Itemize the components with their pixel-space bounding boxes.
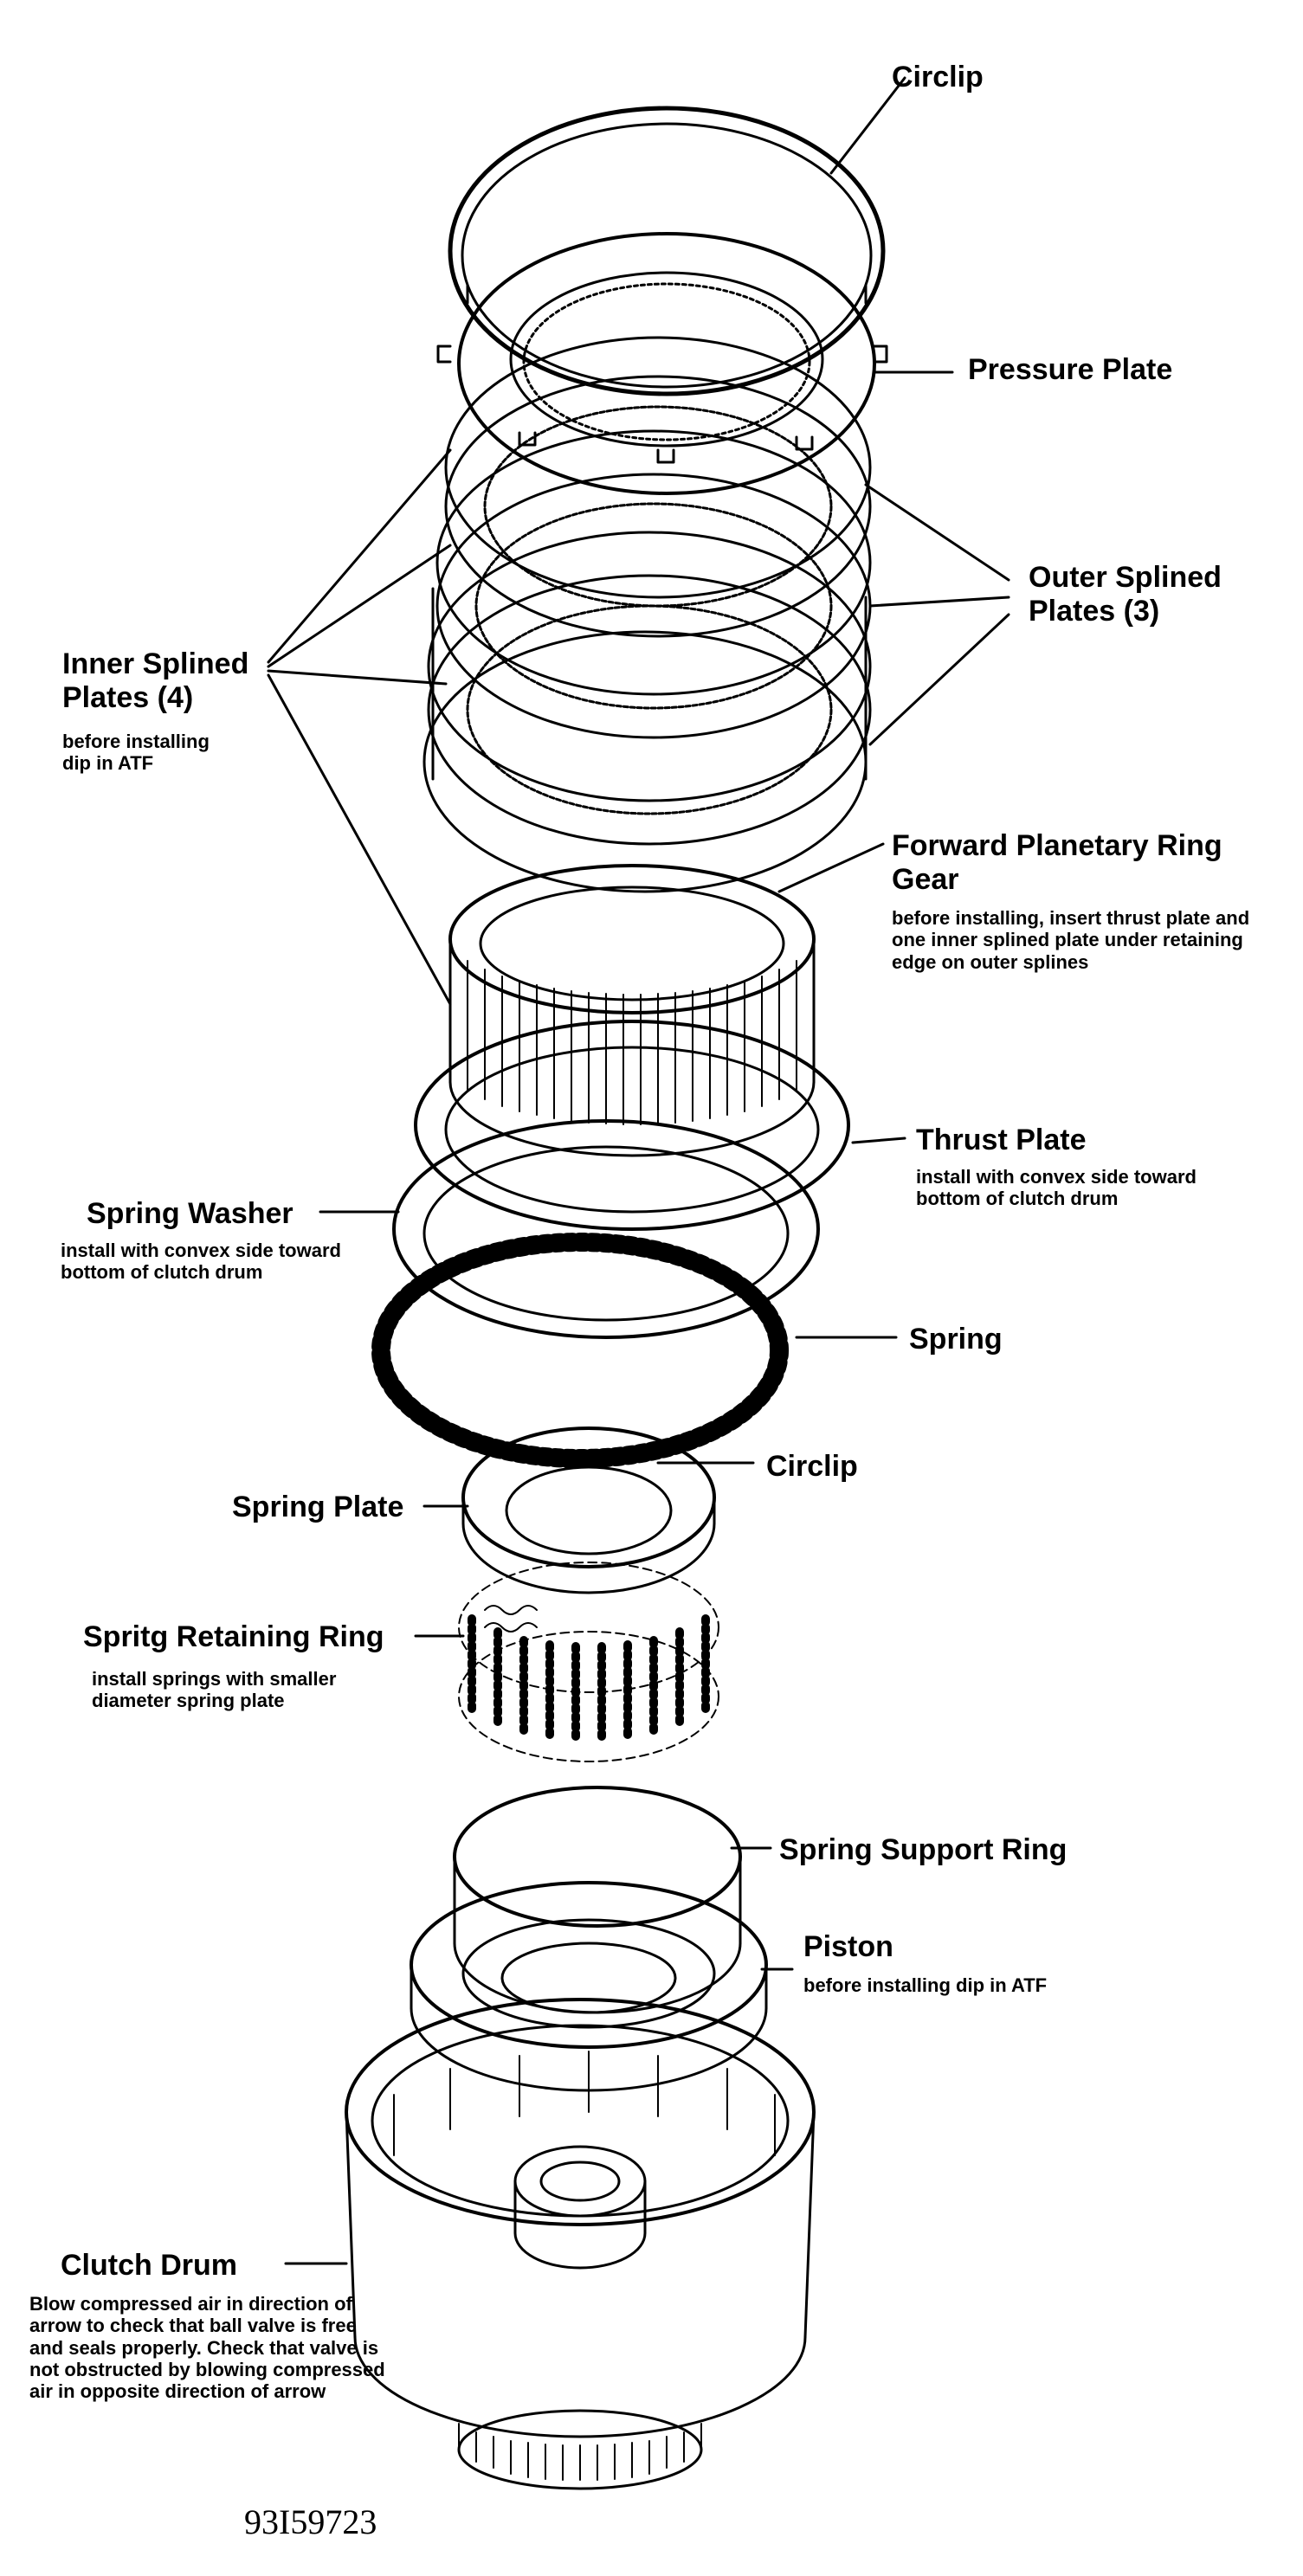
leader-lines xyxy=(267,76,1010,2265)
clutch-drum-part xyxy=(345,1998,816,2490)
ring-gear-part xyxy=(448,864,816,1157)
spring-washer-note: install with convex side toward bottom o… xyxy=(61,1240,341,1284)
label-circlip-top: Circlip xyxy=(892,61,984,94)
outer-splined-title: Outer Splined Plates (3) xyxy=(1029,561,1222,628)
piston-title: Piston xyxy=(803,1930,893,1963)
inner-splined-title: Inner Splined Plates (4) xyxy=(62,647,249,715)
label-piston: Piston before installing dip in ATF xyxy=(803,1930,1150,1996)
label-retaining-ring: Spritg Retaining Ring install springs wi… xyxy=(83,1620,429,1712)
spring-washer-part xyxy=(392,1119,820,1339)
pressure-plate-part xyxy=(436,232,888,495)
spring-part xyxy=(371,1233,789,1468)
thrust-plate-note: install with convex side toward bottom o… xyxy=(916,1166,1197,1210)
spring-title: Spring xyxy=(909,1323,1003,1356)
plate-stack xyxy=(423,336,872,893)
thrust-plate-part xyxy=(414,1020,850,1231)
retaining-ring-note: install springs with smaller diameter sp… xyxy=(92,1668,337,1712)
figure-code: 93I59723 xyxy=(244,2502,377,2541)
retaining-ring-springs-part xyxy=(458,1562,719,1762)
label-ring-gear: Forward Planetary Ring Gear before insta… xyxy=(892,829,1281,973)
circlip-mid-title: Circlip xyxy=(766,1450,858,1483)
label-circlip-mid: Circlip xyxy=(766,1450,858,1484)
label-outer-splined-plates: Outer Splined Plates (3) xyxy=(1029,561,1254,628)
spring-washer-title: Spring Washer xyxy=(87,1197,293,1230)
spring-support-ring-part xyxy=(453,1786,742,2014)
label-spring-washer: Spring Washer install with convex side t… xyxy=(61,1197,390,1284)
spring-plate-part xyxy=(461,1426,716,1594)
piston-note: before installing dip in ATF xyxy=(803,1974,1048,1997)
support-ring-title: Spring Support Ring xyxy=(779,1833,1068,1866)
ring-gear-note: before installing, insert thrust plate a… xyxy=(892,907,1250,973)
clutch-drum-note: Blow compressed air in direction of arro… xyxy=(29,2293,385,2403)
label-inner-splined-plates: Inner Splined Plates (4) before installi… xyxy=(62,647,270,775)
circlip-top-title: Circlip xyxy=(892,61,984,93)
circlip-top-part xyxy=(448,106,886,396)
clutch-drum-title: Clutch Drum xyxy=(61,2249,237,2282)
label-pressure-plate: Pressure Plate xyxy=(968,353,1172,387)
retaining-ring-title: Spritg Retaining Ring xyxy=(83,1620,384,1653)
ring-gear-title: Forward Planetary Ring Gear xyxy=(892,829,1222,897)
label-clutch-drum: Clutch Drum Blow compressed air in direc… xyxy=(29,2249,402,2403)
inner-splined-note: before installing dip in ATF xyxy=(62,731,210,775)
label-spring-plate: Spring Plate xyxy=(232,1491,403,1524)
spring-plate-title: Spring Plate xyxy=(232,1491,404,1523)
thrust-plate-title: Thrust Plate xyxy=(916,1124,1087,1156)
label-thrust-plate: Thrust Plate install with convex side to… xyxy=(916,1124,1262,1210)
label-spring: Spring xyxy=(909,1323,1003,1356)
pressure-plate-title: Pressure Plate xyxy=(968,353,1173,386)
label-spring-support-ring: Spring Support Ring xyxy=(779,1833,1067,1867)
